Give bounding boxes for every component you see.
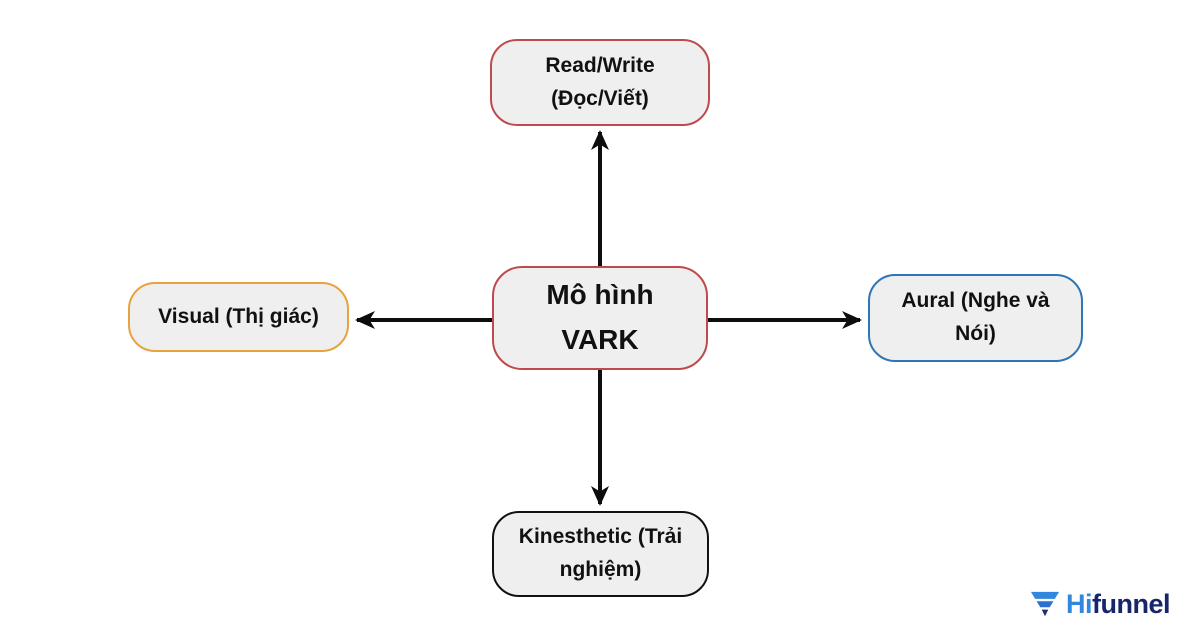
node-label-line: nghiệm) (559, 558, 642, 581)
node-label-line: VARK (561, 324, 639, 355)
node-label-line: Kinesthetic (Trải (518, 525, 683, 549)
node-label-line: Read/Write (545, 53, 655, 77)
node-label-line: Mô hình (546, 279, 654, 311)
logo-wordmark: Hifunnel (1066, 588, 1171, 619)
funnel-icon (1030, 591, 1060, 617)
node-label-line: Aural (Nghe và (901, 289, 1050, 313)
node-visual: Visual (Thị giác) (128, 282, 349, 352)
node-kinesthetic: Kinesthetic (Trải nghiệm) (492, 511, 709, 597)
logo-text-funnel: funnel (1092, 588, 1171, 619)
hifunnel-logo: Hifunnel (1030, 588, 1171, 619)
node-read-write: Read/Write (Đọc/Viết) (490, 39, 710, 126)
node-label-line: (Đọc/Viết) (551, 86, 649, 110)
node-label-line: Nói) (955, 322, 996, 345)
node-aural: Aural (Nghe và Nói) (868, 274, 1083, 362)
logo-text-hi: Hi (1066, 588, 1093, 619)
node-vark-center: Mô hình VARK (492, 266, 708, 370)
node-label-line: Visual (Thị giác) (158, 304, 319, 328)
